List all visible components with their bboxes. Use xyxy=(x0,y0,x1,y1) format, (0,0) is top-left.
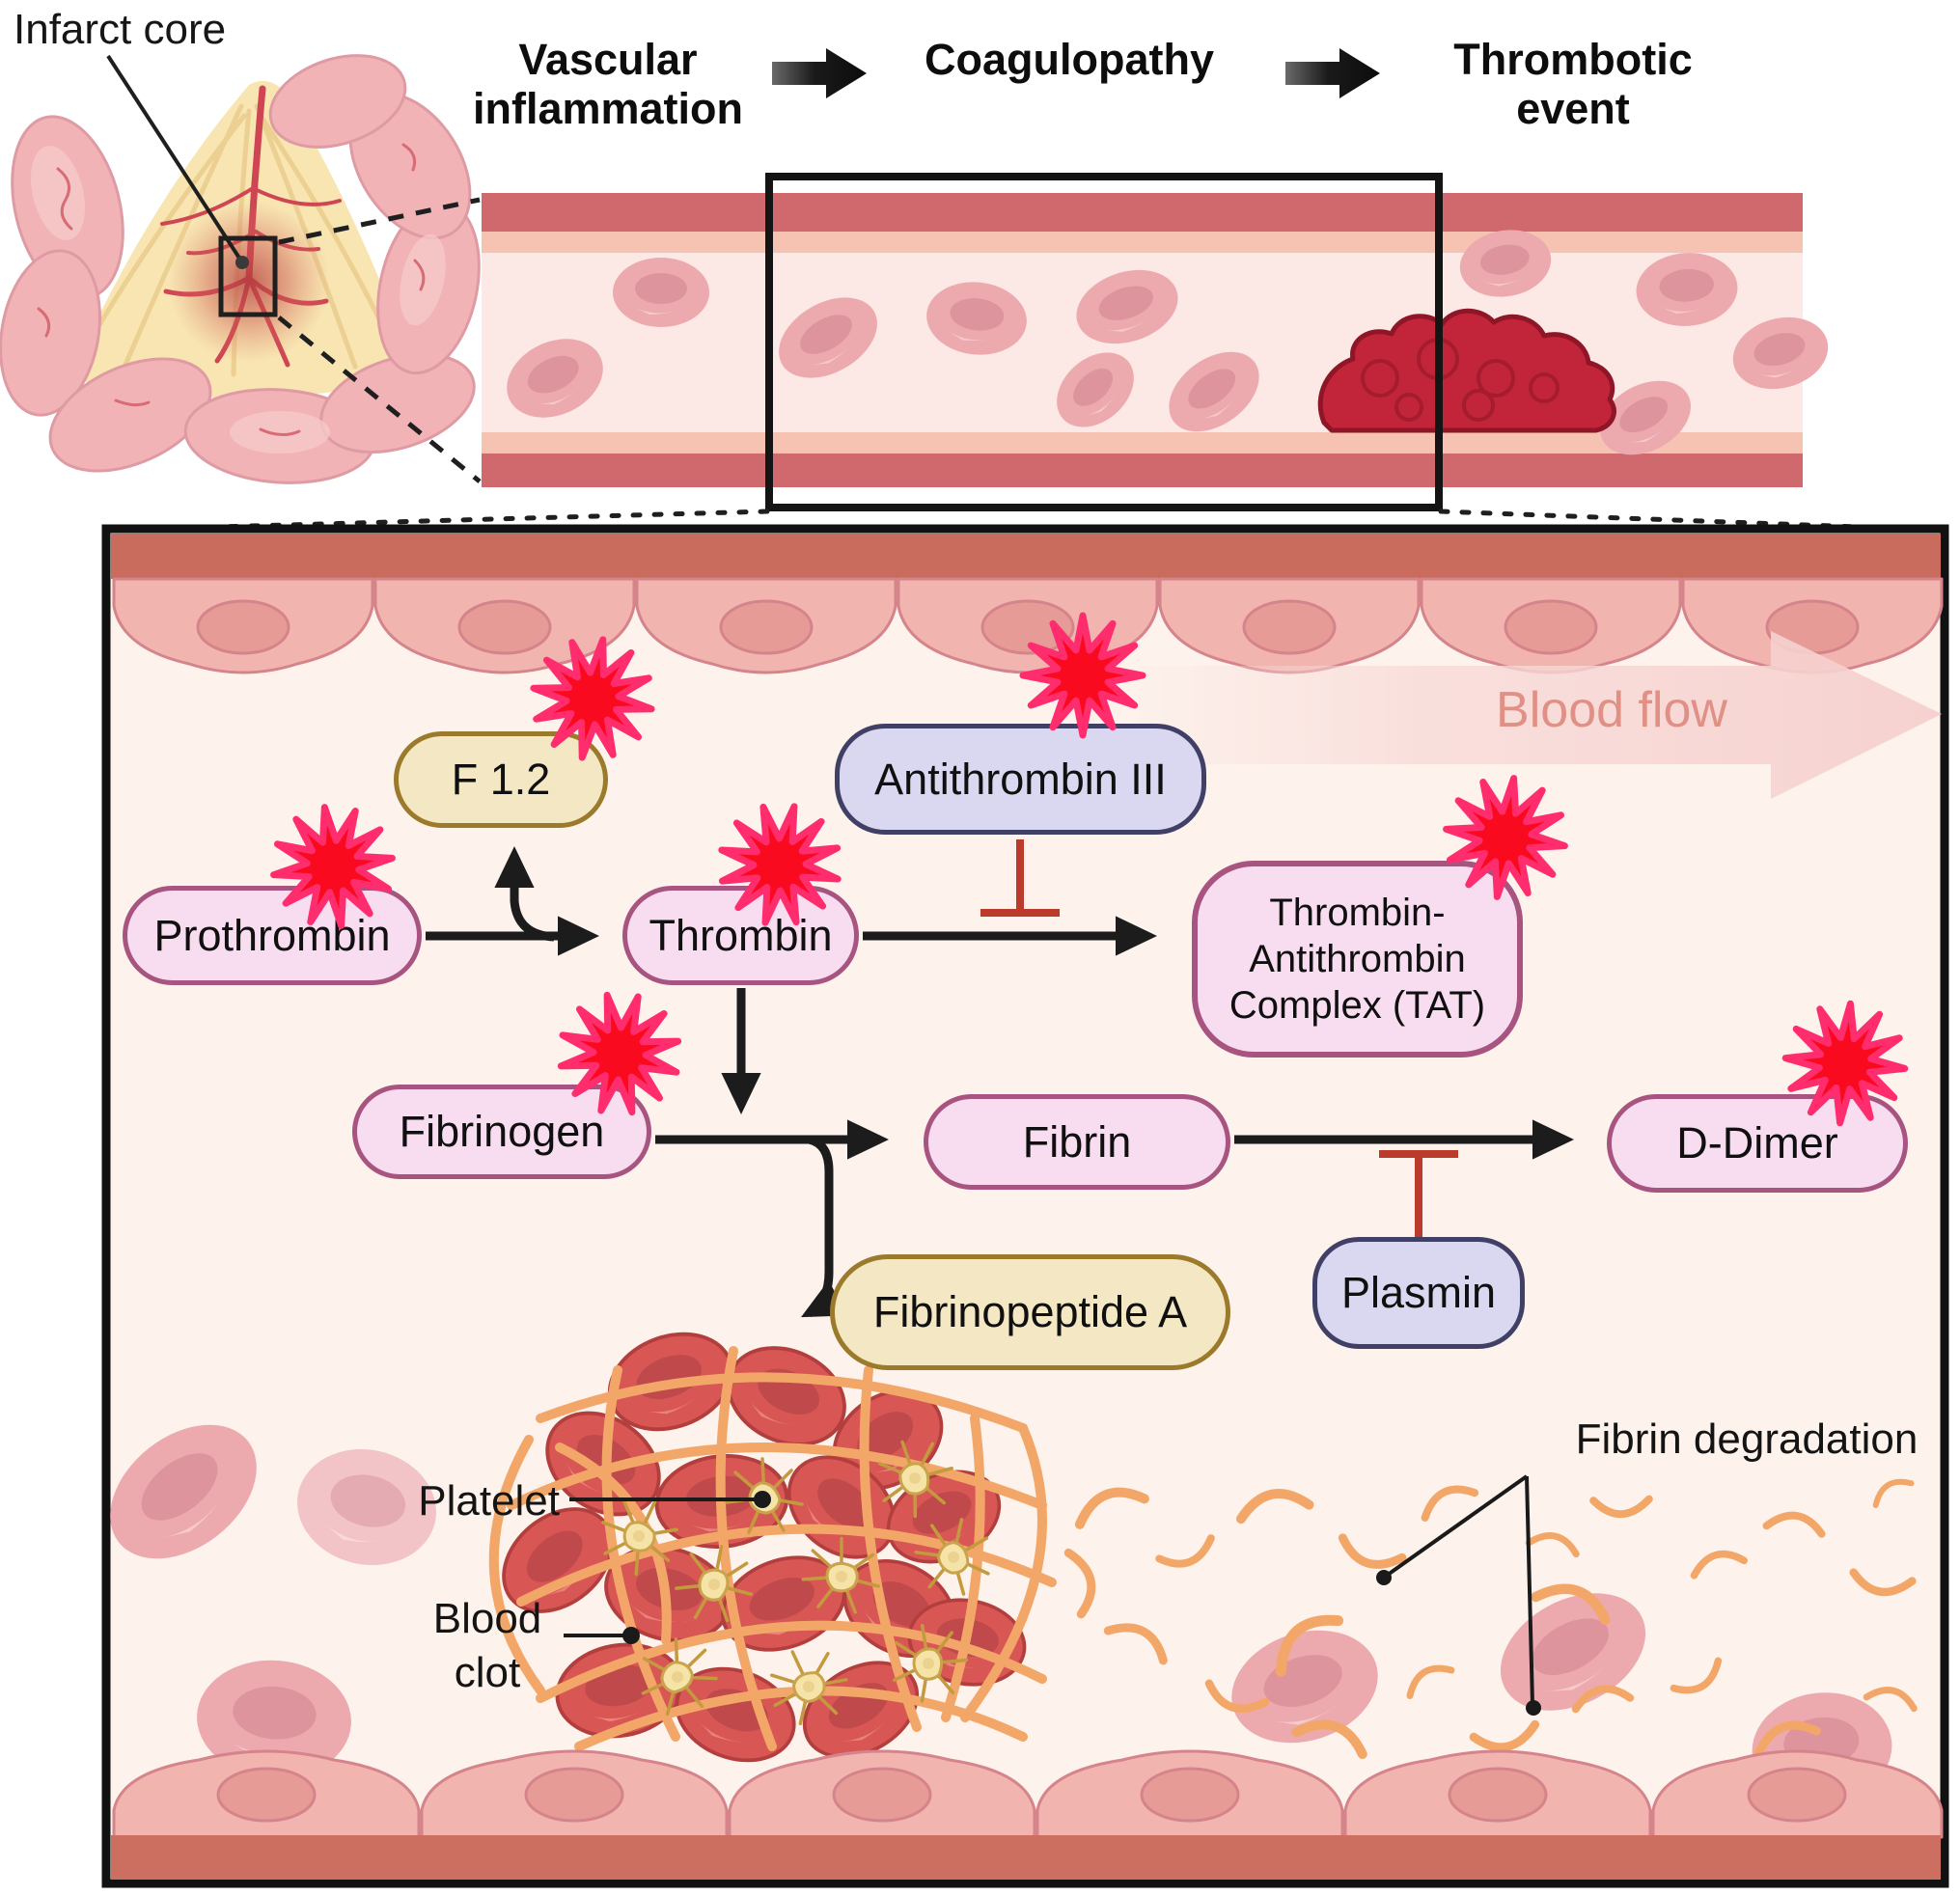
node-prothrombin: Prothrombin xyxy=(123,886,422,985)
endothelium-bottom xyxy=(112,1749,1944,1839)
arrow-to-fibrinopeptide xyxy=(801,1135,847,1318)
node-fibrinopeptide-a: Fibrinopeptide A xyxy=(830,1254,1230,1370)
platelet-label: Platelet xyxy=(418,1477,560,1525)
infarct-pointer-line xyxy=(106,54,244,264)
vessel-wall-bottom xyxy=(111,1835,1941,1880)
intestine-illustration xyxy=(0,54,481,484)
step-thrombotic-event: Thrombotic event xyxy=(1453,35,1693,134)
node-d-dimer: D-Dimer xyxy=(1607,1094,1908,1193)
node-tat-complex: Thrombin- Antithrombin Complex (TAT) xyxy=(1192,861,1523,1058)
vessel-wall-top xyxy=(111,534,1941,579)
blood-vessel xyxy=(113,173,1939,533)
magnifier-rect xyxy=(765,173,1443,511)
fibrin-degradation-label: Fibrin degradation xyxy=(1575,1415,1919,1463)
blood-flow-label: Blood flow xyxy=(1496,682,1727,738)
step-arrow-1 xyxy=(772,48,867,98)
step-vascular-inflammation: Vascular inflammation xyxy=(472,35,744,134)
dashed-link-lines xyxy=(277,197,482,483)
blood-flow-arrow xyxy=(1139,631,1942,799)
arrow-to-f12 xyxy=(494,845,555,942)
blood-clot-label: Blood clot xyxy=(432,1595,542,1697)
inhibition-bars xyxy=(980,839,1458,1239)
step-coagulopathy: Coagulopathy xyxy=(925,35,1214,84)
node-plasmin: Plasmin xyxy=(1312,1237,1525,1349)
node-fibrin: Fibrin xyxy=(924,1094,1230,1190)
node-thrombin: Thrombin xyxy=(622,886,859,985)
blood-clot-cluster xyxy=(482,1315,1057,1778)
flow-step-arrows xyxy=(772,48,1380,98)
dotted-zoom-lines xyxy=(113,508,1939,533)
annotation-pointers xyxy=(564,1474,1541,1716)
infarct-core-label: Infarct core xyxy=(14,6,227,53)
node-antithrombin-iii: Antithrombin III xyxy=(835,724,1206,835)
infarct-core-box xyxy=(218,235,278,317)
node-f12: F 1.2 xyxy=(394,731,608,828)
intestine-loops xyxy=(0,54,481,484)
node-fibrinogen: Fibrinogen xyxy=(352,1085,651,1179)
step-arrow-2 xyxy=(1285,48,1380,98)
cascade-arrows xyxy=(426,845,1575,1318)
